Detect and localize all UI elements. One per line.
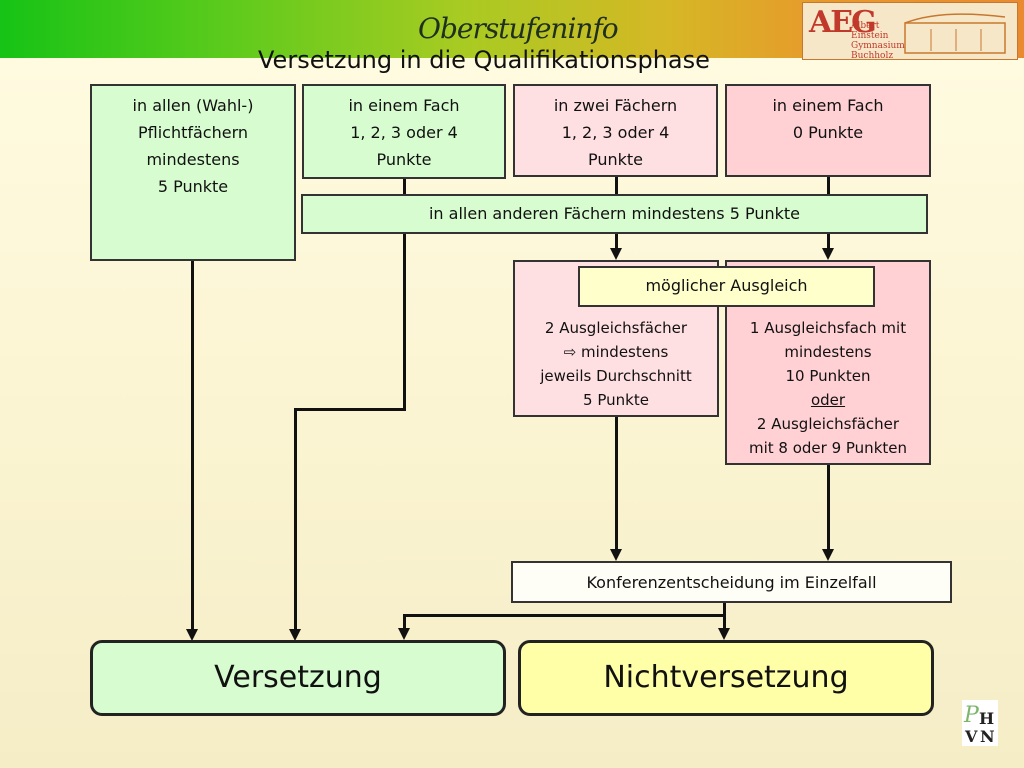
svg-text:N: N [980, 727, 995, 746]
logo-letters: AEG [809, 5, 877, 40]
box-line: 0 Punkte [792, 123, 864, 142]
school-building-icon [904, 13, 1006, 54]
box-line: 2 Ausgleichsfächer [544, 319, 688, 337]
arrowhead [610, 549, 622, 561]
box-line: in einem Fach [348, 96, 460, 115]
box-line: 10 Punkten [785, 367, 871, 385]
phvn-logo-icon: P H V N [962, 700, 998, 746]
box-line: Punkte [587, 150, 644, 169]
connector [827, 177, 830, 195]
box-line: ⇨ mindestens [563, 343, 669, 361]
connector [723, 614, 726, 630]
svg-text:P: P [963, 703, 980, 728]
connector [294, 408, 297, 631]
connector [827, 465, 830, 551]
result-no-promotion: Nichtversetzung [518, 640, 934, 716]
box-line: 1, 2, 3 oder 4 [561, 123, 670, 142]
box-line: in einem Fach [772, 96, 884, 115]
box-line: 2 Ausgleichsfächer [756, 415, 900, 433]
connector [615, 177, 618, 195]
box-line: Pflichtfächern [137, 123, 249, 142]
box-line: in allen (Wahl-) [132, 96, 254, 115]
box-one-subject-0: in einem Fach 0 Punkte [725, 84, 931, 177]
logo-line: Buchholz [851, 51, 894, 61]
arrowhead [718, 628, 730, 640]
box-line: 5 Punkte [157, 177, 229, 196]
page-subtitle: Versetzung in die Qualifikationsphase [258, 46, 710, 74]
svg-text:H: H [979, 709, 994, 728]
arrowhead [289, 629, 301, 641]
box-line: Punkte [376, 150, 432, 169]
arrowhead [398, 628, 410, 640]
box-all-other-subjects: in allen anderen Fächern mindestens 5 Pu… [301, 194, 928, 234]
connector [294, 408, 406, 411]
box-line: mindestens [784, 343, 872, 361]
logo-line: Gymnasium [851, 41, 905, 51]
box-line: 1, 2, 3 oder 4 [350, 123, 458, 142]
school-logo: AEG Albert Einstein Gymnasium Buchholz [802, 2, 1018, 61]
logo-line: Albert [851, 21, 880, 31]
box-two-subjects-1-to-4: in zwei Fächern 1, 2, 3 oder 4 Punkte [513, 84, 718, 177]
arrowhead [822, 248, 834, 260]
connector [403, 614, 726, 617]
connector [403, 179, 406, 195]
result-promotion: Versetzung [90, 640, 506, 716]
box-possible-compensation: möglicher Ausgleich [578, 266, 875, 307]
box-all-subjects-min-5: in allen (Wahl-) Pflichtfächern mindeste… [90, 84, 296, 261]
box-line-or: oder [810, 391, 846, 409]
box-line: mit 8 oder 9 Punkten [748, 439, 907, 457]
logo-line: Einstein [851, 31, 889, 41]
box-one-subject-1-to-4: in einem Fach 1, 2, 3 oder 4 Punkte [302, 84, 506, 179]
connector [615, 234, 618, 250]
svg-text:V: V [964, 727, 978, 746]
connector [827, 234, 830, 250]
arrowhead [822, 549, 834, 561]
page-title: Oberstufeninfo [418, 12, 619, 45]
arrowhead [610, 248, 622, 260]
box-conference-decision: Konferenzentscheidung im Einzelfall [511, 561, 952, 603]
box-line: 5 Punkte [583, 391, 649, 409]
arrowhead [186, 629, 198, 641]
logo-school-name: Albert Einstein Gymnasium Buchholz [851, 21, 905, 61]
box-line: in zwei Fächern [553, 96, 678, 115]
connector [723, 603, 726, 617]
connector [615, 417, 618, 551]
box-line: 1 Ausgleichsfach mit [749, 319, 907, 337]
connector [191, 261, 194, 631]
box-line: jeweils Durchschnitt [540, 367, 692, 385]
connector [403, 614, 406, 630]
box-line: mindestens [146, 150, 240, 169]
connector [403, 234, 406, 410]
